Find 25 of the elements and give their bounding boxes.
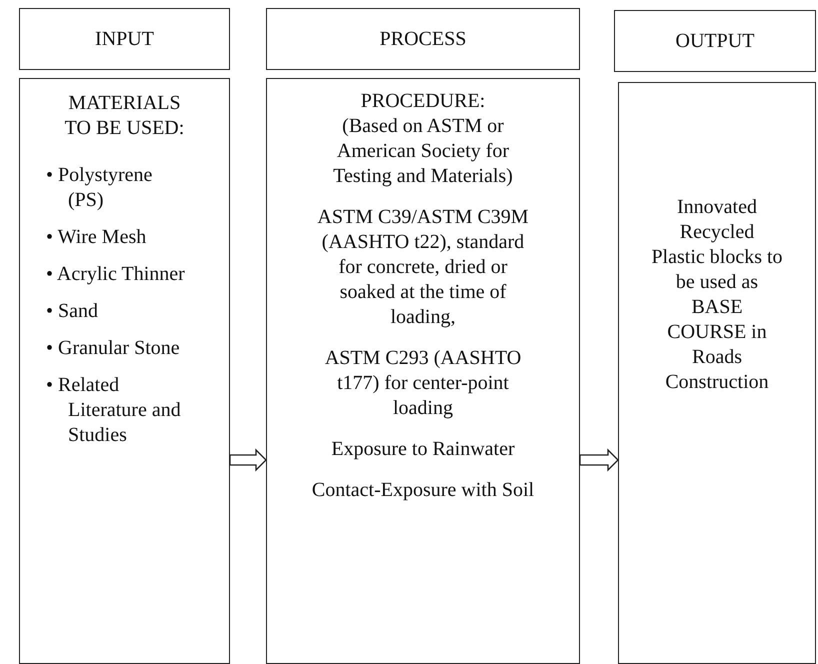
section-heading: MATERIALS TO BE USED: xyxy=(64,91,186,141)
list-item: • Related Literature and Studies xyxy=(46,373,182,448)
header-box xyxy=(266,8,580,70)
list-item: • Granular Stone xyxy=(46,336,181,361)
body-text: PROCEDURE: xyxy=(360,89,486,114)
list-item: • Acrylic Thinner xyxy=(46,262,186,287)
header-box xyxy=(19,8,230,70)
list-item: • Polystyrene (PS) xyxy=(46,163,154,213)
column-heading: OUTPUT xyxy=(676,28,754,54)
body-text: Innovated Recycled Plastic blocks to be used as BASE COURSE in Roads Construction xyxy=(651,195,783,395)
body-text: Exposure to Rainwater xyxy=(331,437,515,462)
column-heading: INPUT xyxy=(95,26,154,52)
content-box xyxy=(266,78,580,664)
body-text: (Based on ASTM or American Society for Testing and Materials) xyxy=(332,114,514,189)
column-heading: PROCESS xyxy=(380,26,466,52)
content-box xyxy=(19,78,230,664)
arrow xyxy=(579,448,619,472)
header-box xyxy=(614,10,816,72)
body-text: Contact-Exposure with Soil xyxy=(312,478,534,503)
list-item: • Sand xyxy=(46,299,100,324)
body-text: ASTM C293 (AASHTO t177) for center-point loading xyxy=(324,346,522,421)
list-item: • Wire Mesh xyxy=(46,225,148,250)
arrow xyxy=(229,448,267,472)
content-box xyxy=(618,82,816,664)
body-text: ASTM C39/ASTM C39M (AASHTO t22), standard for concrete, dried or soaked at the time of loading, xyxy=(316,205,530,330)
